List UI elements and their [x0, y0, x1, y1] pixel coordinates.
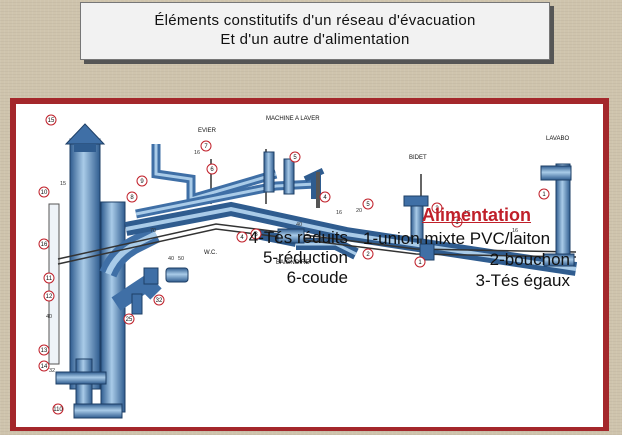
callout-18: 2 [362, 248, 374, 260]
callout-13: 7 [200, 140, 212, 152]
svg-text:20: 20 [356, 208, 362, 214]
svg-text:15: 15 [48, 118, 55, 124]
label-wc: W.C. [204, 250, 217, 256]
svg-text:4: 4 [323, 195, 327, 201]
svg-text:9: 9 [140, 179, 144, 185]
svg-text:8: 8 [130, 195, 134, 201]
svg-text:6: 6 [210, 167, 214, 173]
svg-text:110: 110 [53, 407, 63, 413]
svg-text:40: 40 [46, 314, 52, 320]
bidet-lavabo-branch [403, 163, 575, 267]
callout-9: 25 [123, 313, 135, 325]
svg-text:20: 20 [316, 238, 322, 244]
callout-15: 5 [289, 151, 301, 163]
title-line-1: Éléments constitutifs d'un réseau d'évac… [154, 12, 476, 29]
wc-branch [99, 225, 189, 315]
legend-evacuation: 4-Tés réduits 5-réduction 6-coude [198, 228, 348, 288]
callout-10: 110 [52, 403, 64, 415]
svg-text:1: 1 [455, 220, 459, 226]
svg-text:4: 4 [240, 235, 244, 241]
callout-4: 11 [43, 272, 55, 284]
callout-markers: 15 10 16 11 12 13 14 32 25 110 9 8 7 6 5… [38, 114, 550, 415]
svg-text:25: 25 [126, 317, 133, 323]
label-bidet: BIDET [409, 155, 427, 161]
svg-text:2: 2 [366, 252, 370, 258]
svg-text:32: 32 [156, 298, 163, 304]
svg-text:40: 40 [168, 256, 174, 262]
callout-2: 10 [38, 186, 50, 198]
legend-alimentation: Alimentation 1-union mixte PVC/laiton 2-… [355, 205, 570, 291]
fixture-labels: EVIER MACHINE A LAVER BIDET LAVABO BAIGN… [198, 116, 569, 266]
sink-branch [135, 144, 325, 219]
diagram-panel: EVIER MACHINE A LAVER BIDET LAVABO BAIGN… [16, 104, 603, 427]
callout-3: 16 [38, 238, 50, 250]
svg-text:13: 13 [41, 348, 48, 354]
drain-stack [48, 123, 126, 419]
svg-text:16: 16 [336, 210, 342, 216]
svg-text:1: 1 [418, 260, 422, 266]
svg-text:16: 16 [464, 210, 470, 216]
svg-text:5: 5 [366, 202, 370, 208]
title-line-2: Et d'un autre d'alimentation [220, 31, 410, 48]
legend-item: 4-Tés réduits [248, 228, 348, 247]
svg-text:14: 14 [41, 364, 48, 370]
callout-5: 12 [43, 290, 55, 302]
svg-text:16: 16 [512, 228, 518, 234]
callout-22: 1 [538, 188, 550, 200]
label-machine: MACHINE A LAVER [266, 116, 320, 122]
callout-8: 32 [153, 294, 165, 306]
svg-text:50: 50 [178, 256, 184, 262]
callout-16: 4 [236, 231, 248, 243]
legend-item: 6-coude [286, 268, 348, 287]
svg-text:32: 32 [49, 368, 55, 374]
legend-item: 2-bouchon [489, 250, 570, 269]
svg-text:10: 10 [41, 190, 48, 196]
label-baignoire: BAIGNOIRE [276, 260, 309, 266]
callout-11: 9 [136, 175, 148, 187]
callout-6: 13 [38, 344, 50, 356]
callout-20: 1 [451, 216, 463, 228]
svg-text:2: 2 [435, 206, 439, 212]
svg-text:5: 5 [293, 155, 297, 161]
callout-7: 14 [38, 360, 50, 372]
legend-item: 5-réduction [262, 248, 348, 267]
svg-text:1: 1 [542, 192, 546, 198]
callout-23: 5 [362, 198, 374, 210]
svg-text:40: 40 [296, 222, 302, 228]
callout-21: 2 [431, 202, 443, 214]
svg-text:70: 70 [150, 228, 156, 234]
label-lavabo: LAVABO [546, 136, 569, 142]
svg-text:11: 11 [46, 276, 53, 282]
legend-title: Alimentation [422, 205, 532, 225]
svg-text:15: 15 [60, 181, 66, 187]
svg-text:3: 3 [254, 232, 258, 238]
legend-item: 3-Tés égaux [475, 271, 571, 290]
svg-text:16: 16 [194, 150, 200, 156]
callout-19: 1 [414, 256, 426, 268]
diameter-labels: 16 16 20 50 32 70 40 20 16 16 40 15 40 [46, 150, 518, 374]
svg-text:16: 16 [41, 242, 48, 248]
legend-item: 1-union mixte PVC/laiton [363, 229, 551, 248]
callout-14: 6 [206, 163, 218, 175]
callout-1: 15 [45, 114, 57, 126]
title-box: Éléments constitutifs d'un réseau d'évac… [80, 2, 550, 60]
svg-text:7: 7 [204, 144, 208, 150]
callout-17: 3 [250, 228, 262, 240]
callout-24: 4 [319, 191, 331, 203]
callout-12: 8 [126, 191, 138, 203]
label-evier: EVIER [198, 128, 217, 134]
svg-text:12: 12 [46, 294, 53, 300]
plumbing-diagram: EVIER MACHINE A LAVER BIDET LAVABO BAIGN… [38, 114, 578, 419]
bath-branch [277, 172, 320, 244]
